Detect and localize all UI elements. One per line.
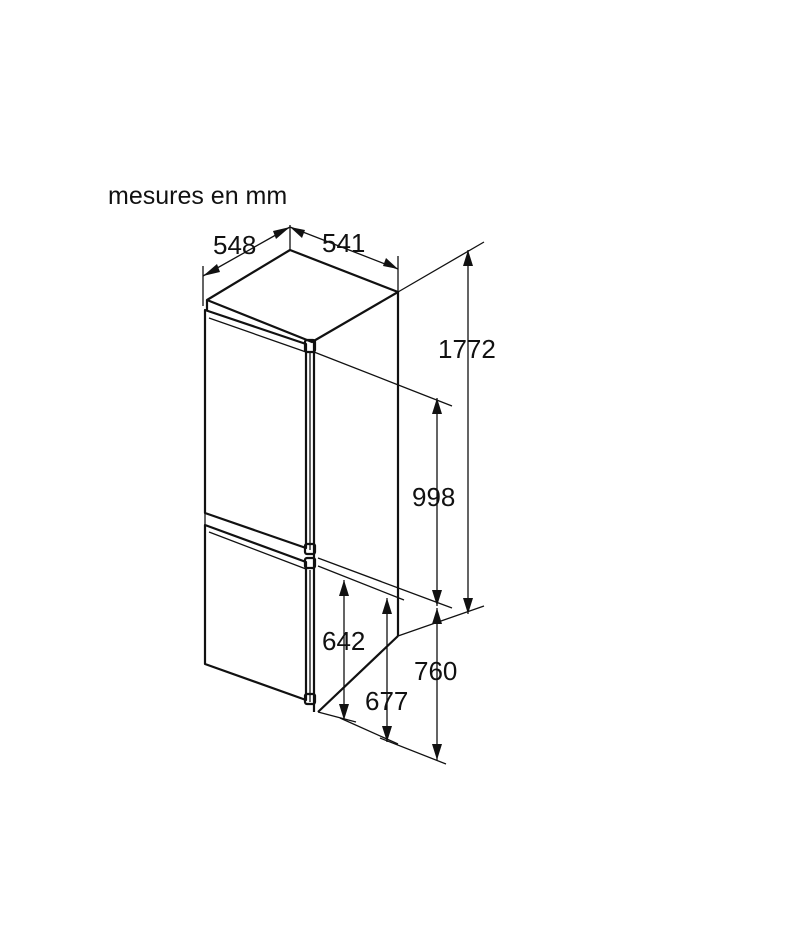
arrow-fridge-top	[432, 398, 442, 414]
lower-door-top-detail	[208, 531, 307, 570]
arrow-width-left	[290, 227, 305, 238]
arrow-lower-top	[432, 608, 442, 624]
label-total-height: 1772	[438, 334, 496, 364]
label-freezer-height: 677	[365, 686, 408, 716]
arrow-depth-left	[203, 264, 220, 276]
ext-total-top	[397, 241, 485, 293]
ext-lower-bottom	[379, 737, 447, 765]
cabinet-bottom-right	[317, 635, 399, 713]
arrow-fridge-bottom	[432, 590, 442, 606]
arrow-total-top	[463, 250, 473, 266]
ext-fridge-top	[313, 351, 453, 407]
upper-door	[203, 308, 317, 556]
arrow-total-bottom	[463, 598, 473, 614]
upper-door-panel	[203, 308, 308, 550]
arrow-freezer-top	[382, 598, 392, 614]
ext-freezer-bottom	[339, 717, 399, 745]
label-freezer-door-height: 642	[322, 626, 365, 656]
arrow-freezer-bottom	[382, 726, 392, 742]
arrow-lower-bottom	[432, 744, 442, 760]
ext-fridge-bottom	[317, 557, 453, 609]
label-lower-height: 760	[414, 656, 457, 686]
label-width: 541	[322, 228, 365, 258]
label-depth: 548	[213, 230, 256, 260]
units-title: mesures en mm	[108, 182, 287, 210]
ext-freezer-top	[317, 565, 405, 601]
arrow-depth-right	[273, 227, 290, 239]
ext-freezer-door-bottom	[317, 711, 357, 723]
lower-hinge	[303, 692, 317, 706]
arrow-freezer-door-bottom	[339, 704, 349, 720]
upper-hinge	[303, 338, 317, 354]
lower-door	[203, 513, 317, 706]
middle-hinge-bottom	[303, 556, 317, 570]
dimension-labels: 548 541 1772 998 642 677 760	[213, 228, 496, 716]
upper-door-top-detail	[208, 317, 307, 353]
lower-door-panel	[203, 523, 308, 702]
arrowheads	[203, 227, 473, 760]
middle-hinge-top	[303, 542, 317, 556]
label-fridge-height: 998	[412, 482, 455, 512]
cabinet-top-face	[205, 248, 400, 344]
arrow-width-right	[383, 258, 398, 269]
dim-line-width	[289, 226, 399, 270]
arrow-freezer-door-top	[339, 580, 349, 596]
extension-lines	[202, 225, 485, 765]
